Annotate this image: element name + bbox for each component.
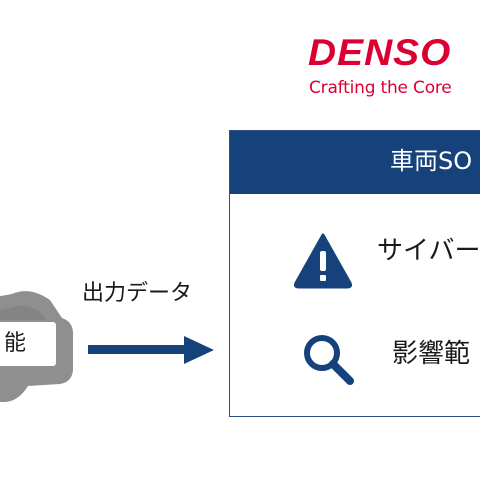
soc-row-text: 影響範 bbox=[392, 339, 471, 369]
output-data-label: 出力データ bbox=[82, 281, 193, 306]
soc-header: 車両SO bbox=[230, 131, 480, 194]
logo-tagline: Crafting the Core bbox=[309, 78, 452, 98]
denso-logo: DENSO bbox=[308, 32, 452, 73]
vehicle-soc-panel: 車両SO サイバー 影響範 bbox=[229, 130, 480, 417]
warning-triangle-icon bbox=[293, 233, 353, 289]
vehicle-icon bbox=[0, 291, 74, 402]
arrow-right-icon bbox=[88, 336, 214, 364]
soc-title: 車両SO bbox=[390, 147, 473, 175]
magnifier-icon bbox=[304, 335, 354, 385]
vehicle-function-label: 能 bbox=[4, 331, 27, 356]
soc-row-text: サイバー bbox=[377, 236, 480, 266]
